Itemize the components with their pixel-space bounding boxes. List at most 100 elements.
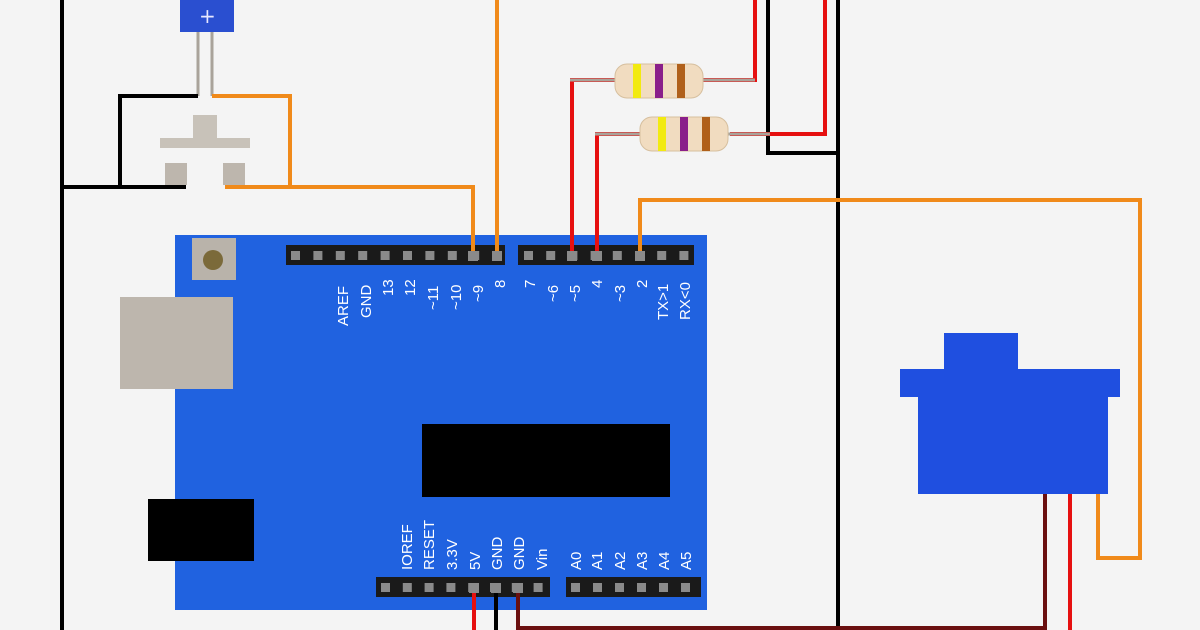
header-pin (681, 583, 690, 592)
svg-text:A4: A4 (656, 552, 673, 570)
svg-text:A1: A1 (589, 552, 606, 570)
label-gnd-2: GND (511, 537, 528, 571)
power-header (376, 577, 550, 597)
label-a4: A4 (656, 552, 673, 570)
svg-text:AREF: AREF (335, 286, 352, 326)
wire-end-pin (469, 583, 479, 593)
label-a5: A5 (678, 552, 695, 570)
buzzer-body (180, 0, 234, 32)
header-pin (679, 251, 689, 260)
label-8: 8 (492, 280, 509, 288)
svg-text:~10: ~10 (448, 285, 465, 310)
svg-text:A3: A3 (634, 552, 651, 570)
svg-text:RESET: RESET (421, 520, 438, 570)
header-pin (637, 583, 646, 592)
svg-text:~3: ~3 (612, 285, 629, 302)
label-a2: A2 (612, 552, 629, 570)
pushbutton-plunger (193, 115, 217, 139)
header-pin (313, 251, 323, 260)
svg-text:3.3V: 3.3V (444, 539, 461, 570)
svg-text:Vin: Vin (534, 549, 551, 570)
microcontroller-chip (422, 424, 670, 497)
resistor-band (702, 117, 710, 151)
header-pin (380, 251, 390, 260)
header-pin (524, 251, 533, 260)
label-11: ~11 (425, 286, 442, 310)
resistor-band (633, 64, 641, 98)
digital-header-right (518, 245, 694, 265)
label-12: 12 (402, 279, 419, 296)
header-pin (358, 251, 368, 260)
label-5v: 5V (467, 552, 484, 570)
svg-text:GND: GND (358, 285, 375, 319)
wire-end-pins (468, 251, 645, 593)
header-pin (446, 583, 456, 592)
svg-text:7: 7 (522, 280, 539, 288)
analog-header-pins (571, 583, 690, 592)
header-pin (447, 251, 457, 260)
label-6: ~6 (545, 285, 562, 302)
wire-end-pin (468, 251, 478, 261)
label-gnd-top: GND (358, 285, 375, 319)
svg-text:~11: ~11 (425, 286, 442, 310)
resistor-band (655, 64, 663, 98)
svg-text:TX>1: TX>1 (655, 284, 672, 320)
svg-text:A5: A5 (678, 552, 695, 570)
buzzer-plus-sign: + (199, 4, 216, 28)
svg-text:2: 2 (634, 280, 651, 288)
header-pin (381, 583, 390, 592)
wire-end-pin (492, 251, 502, 261)
label-a0: A0 (568, 552, 585, 570)
black-wires (60, 0, 840, 630)
analog-header (566, 577, 701, 597)
label-tx1: TX>1 (655, 284, 672, 320)
svg-text:5V: 5V (467, 552, 484, 570)
label-4: 4 (589, 280, 606, 288)
orange-wires (212, 0, 1142, 560)
header-pin (335, 251, 345, 260)
header-pin (546, 251, 556, 260)
svg-text:~5: ~5 (567, 285, 584, 302)
svg-text:12: 12 (402, 279, 419, 296)
label-10: ~10 (448, 285, 465, 310)
label-13: 13 (380, 279, 397, 296)
svg-text:4: 4 (589, 280, 606, 288)
header-pin (615, 583, 624, 592)
svg-text:GND: GND (489, 537, 506, 571)
header-pin (571, 583, 580, 592)
header-pin (533, 583, 543, 592)
resistor-2 (595, 116, 770, 152)
svg-text:8: 8 (492, 280, 509, 288)
svg-text:RX<0: RX<0 (677, 282, 694, 320)
svg-text:~9: ~9 (470, 285, 487, 302)
header-pin (425, 251, 435, 260)
label-2: 2 (634, 280, 651, 288)
svg-text:~6: ~6 (545, 285, 562, 302)
resistor-band (680, 117, 688, 151)
label-aref: AREF (335, 286, 352, 326)
header-pin (659, 583, 668, 592)
header-pin (403, 251, 412, 260)
svg-text:13: 13 (380, 279, 397, 296)
resistor-1 (570, 63, 755, 99)
header-pin (291, 251, 300, 260)
wire-end-pin (567, 251, 577, 261)
header-pin (424, 583, 434, 592)
label-a1: A1 (589, 552, 606, 570)
resistor-1-bands (633, 64, 685, 98)
label-gnd-1: GND (489, 537, 506, 571)
power-jack (148, 499, 254, 561)
wire-end-pin (635, 251, 645, 261)
header-pin (593, 583, 602, 592)
header-pin (402, 583, 412, 592)
wire-end-pin (513, 583, 523, 593)
resistor-band (677, 64, 685, 98)
label-rx0: RX<0 (677, 282, 694, 320)
pushbutton-bar (160, 138, 250, 148)
resistor-2-bands (658, 117, 710, 151)
usb-connector (120, 297, 233, 389)
label-ioref: IOREF (399, 524, 416, 570)
reset-button-cap (203, 250, 223, 270)
header-pin (612, 251, 622, 260)
